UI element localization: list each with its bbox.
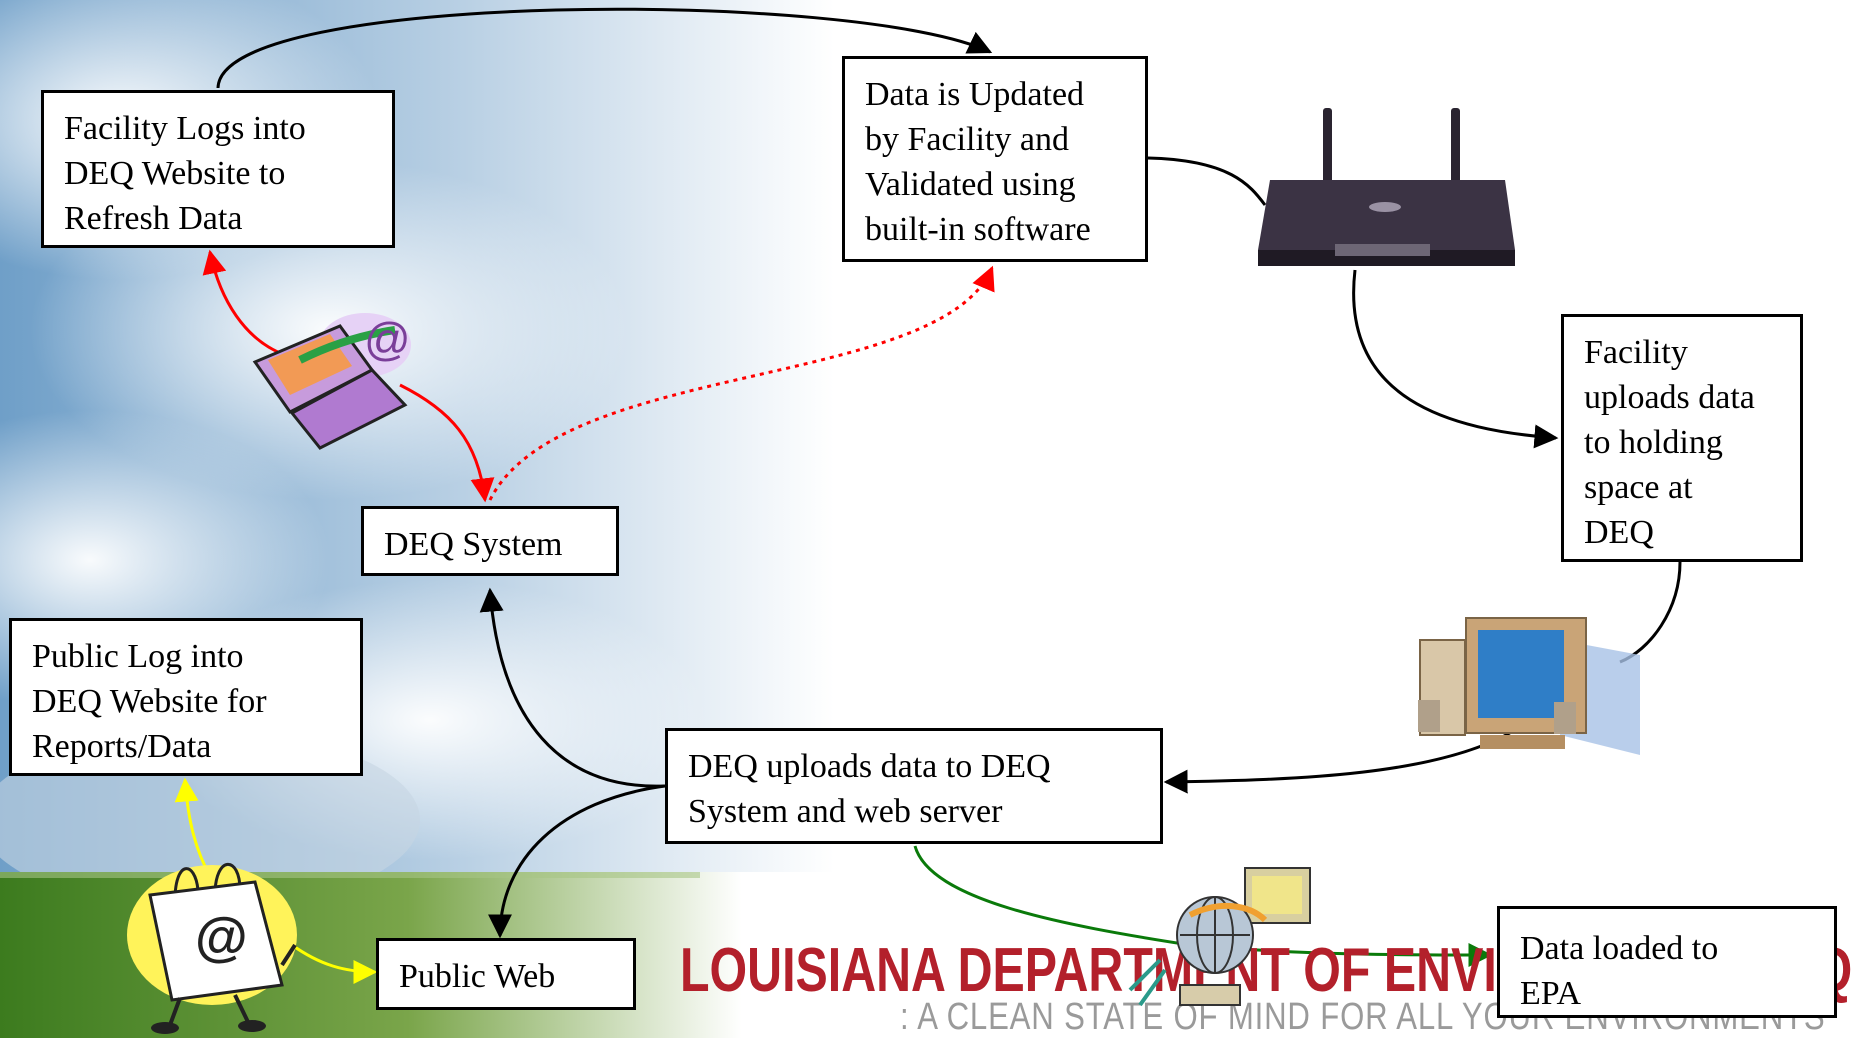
arrow-computer-to-deq-uploads	[1163, 728, 1516, 794]
arrow-facility-to-updated	[216, 7, 993, 89]
box-deq-uploads: DEQ uploads data to DEQ System and web s…	[665, 728, 1163, 844]
banner-tagline-bullet: :	[900, 996, 918, 1038]
box-public-log: Public Log into DEQ Website for Reports/…	[9, 618, 363, 776]
arrow-updated-to-router	[1147, 156, 1267, 206]
arrow-laptop-to-system	[399, 383, 495, 503]
box-facility-logs: Facility Logs into DEQ Website to Refres…	[41, 90, 395, 248]
arrow-uploads-to-publicweb	[488, 784, 666, 939]
arrow-system-to-updated-dotted	[488, 265, 995, 501]
box-data-updated: Data is Updated by Facility and Validate…	[842, 56, 1148, 262]
arrow-holding-to-computer	[1619, 561, 1682, 664]
arrow-bag-to-public-log	[174, 777, 214, 881]
box-public-web: Public Web	[376, 938, 636, 1010]
arrow-laptop-to-facility-logs	[202, 249, 286, 357]
arrow-router-to-holding	[1352, 269, 1559, 449]
arrow-bag-to-public-web	[291, 943, 378, 984]
box-epa: Data loaded to EPA	[1497, 906, 1837, 1018]
box-deq-system: DEQ System	[361, 506, 619, 576]
arrow-uploads-to-system	[479, 587, 666, 788]
box-facility-uploads: Facility uploads data to holding space a…	[1561, 314, 1803, 562]
